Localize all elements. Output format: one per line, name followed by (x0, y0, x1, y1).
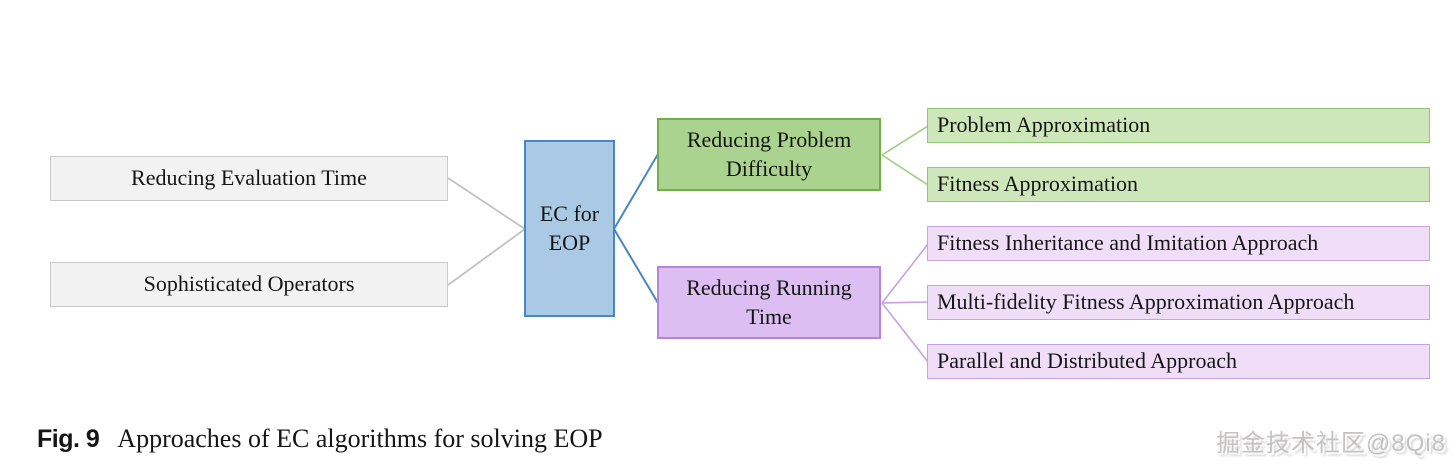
node-reducing-running-time: Reducing Running Time (657, 266, 881, 339)
connector-purple-leaf2 (881, 301, 929, 304)
watermark-text: 掘金技术社区@8Qi8 (1215, 430, 1446, 457)
connector-root-green-branch (613, 153, 659, 230)
connector-green-leaf1 (881, 125, 929, 156)
connector-purple-leaf3 (881, 302, 929, 363)
node-parallel-distributed: Parallel and Distributed Approach (927, 344, 1430, 379)
node-fitness-inheritance-imitation: Fitness Inheritance and Imitation Approa… (927, 226, 1430, 261)
figure-caption-label: Fig. 9 (37, 425, 100, 453)
node-problem-approximation: Problem Approximation (927, 108, 1430, 143)
connector-root-purple-branch (613, 228, 659, 304)
connector-input2-root (447, 228, 526, 286)
node-fitness-approximation: Fitness Approximation (927, 167, 1430, 202)
node-multi-fidelity-fitness-approximation: Multi-fidelity Fitness Approximation App… (927, 285, 1430, 320)
figure-caption: Fig. 9 Approaches of EC algorithms for so… (37, 424, 603, 454)
node-ec-for-eop: EC for EOP (524, 140, 615, 317)
figure-caption-text: Approaches of EC algorithms for solving … (117, 424, 603, 453)
connector-purple-leaf1 (881, 243, 929, 304)
node-sophisticated-operators: Sophisticated Operators (50, 262, 448, 307)
node-reducing-evaluation-time: Reducing Evaluation Time (50, 156, 448, 201)
connector-green-leaf2 (881, 154, 929, 186)
node-reducing-problem-difficulty: Reducing Problem Difficulty (657, 118, 881, 191)
connector-input1-root (447, 177, 526, 230)
